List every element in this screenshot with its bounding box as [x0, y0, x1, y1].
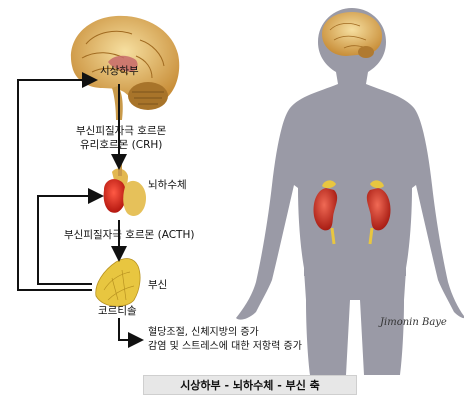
label-effect-line1: 혈당조절, 신체지방의 증가: [148, 325, 259, 338]
label-crh-line2: 유리호르몬 (CRH): [80, 139, 162, 151]
body-silhouette: [236, 8, 464, 375]
kidneys-icon: [313, 180, 391, 245]
label-cortisol: 코르티솔: [98, 305, 137, 317]
figure-caption: 시상하부 - 뇌하수체 - 부신 축: [143, 375, 357, 395]
label-pituitary: 뇌하수체: [148, 178, 187, 191]
adrenal-gland-icon: [95, 258, 141, 307]
label-crh-line1: 부신피질자극 호르몬: [76, 125, 167, 137]
brain-sagittal-icon: [70, 15, 180, 120]
label-effect-line2: 감염 및 스트레스에 대한 저항력 증가: [148, 340, 302, 352]
label-adrenal: 부신: [148, 279, 167, 291]
flow-arrows: [17, 72, 144, 348]
small-brain-icon: [322, 12, 382, 58]
label-hypothalamus: 시상하부: [100, 64, 139, 77]
label-acth: 부신피질자극 호르몬 (ACTH): [64, 229, 194, 241]
artist-signature: Jimonin Baye: [378, 317, 447, 328]
pituitary-gland-icon: [103, 164, 146, 217]
